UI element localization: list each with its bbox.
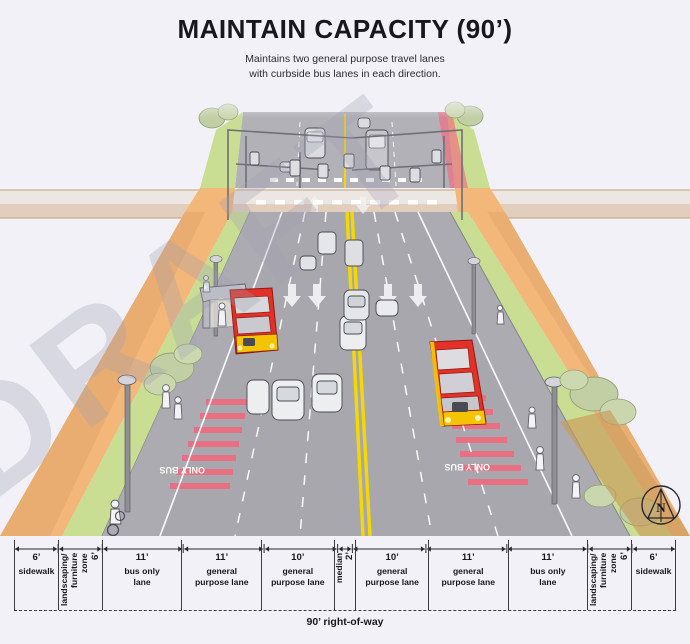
trees-right [559, 369, 690, 536]
pedestrian-right-2 [571, 474, 581, 499]
bus-left [229, 287, 279, 355]
dimension-segment: 6’sidewalk [631, 540, 676, 610]
compass-north-label: N [656, 500, 666, 515]
street-perspective-illustration: ONLY BUS ONLY BUS [0, 92, 690, 536]
segment-width-label: 6’ [649, 552, 658, 563]
dimension-segment: 10’general purpose lane [355, 540, 427, 610]
street-light-far-right [467, 257, 481, 335]
segment-name-label: 10’general purpose lane [365, 552, 419, 587]
dimension-segment: 6’landscaping/ furniture zone [587, 540, 631, 610]
pedestrian-right-1 [535, 446, 545, 471]
cross-street [0, 189, 690, 219]
segment-name-label: median [333, 553, 344, 584]
segment-name-label: 11’general purpose lane [195, 552, 249, 587]
street-light-right [544, 376, 564, 505]
subtitle-line-2: with curbside bus lanes in each directio… [249, 68, 441, 81]
dimension-segment: 2’median [333, 540, 356, 610]
left-bus-lane-marking: ONLY BUS [159, 465, 205, 475]
pedestrian-at-shelter [217, 302, 227, 327]
dimension-segment: 11’general purpose lane [427, 540, 508, 610]
segment-width-label: 11’ [541, 552, 555, 563]
segment-name-label: 11’bus only lane [124, 552, 160, 587]
pedestrian-right-3 [527, 406, 537, 429]
traffic-signals [227, 129, 463, 220]
dimension-segment: 10’general purpose lane [261, 540, 333, 610]
segment-width-label: 10’ [385, 552, 399, 563]
segment-name-label: 10’general purpose lane [271, 552, 325, 587]
cyclist-left [106, 499, 126, 536]
signal-heads [249, 149, 442, 183]
segment-width-label: 10’ [291, 552, 305, 563]
pedestrians [161, 275, 581, 499]
right-of-way-line [14, 610, 676, 611]
segment-width-label: 11’ [215, 552, 229, 563]
subtitle-line-1: Maintains two general purpose travel lan… [245, 53, 445, 66]
segment-width-label: 11’ [135, 552, 149, 563]
right-of-way-label: 90’ right-of-way [306, 616, 384, 628]
bus-right [429, 339, 487, 427]
trees-left [143, 343, 203, 396]
page-title: MAINTAIN CAPACITY (90’) [177, 14, 513, 44]
compass-circle [641, 485, 681, 525]
right-bus-lane-marking: ONLY BUS [444, 462, 490, 472]
dimension-segment: 11’bus only lane [507, 540, 588, 610]
header: MAINTAIN CAPACITY (90’) Maintains two ge… [0, 0, 690, 82]
pedestrian-left-1 [161, 384, 171, 409]
compass-rose: N [640, 484, 682, 526]
segment-name-label: 11’general purpose lane [441, 552, 495, 587]
segment-width-label: 6’ [89, 552, 101, 561]
page-subtitle: Maintains two general purpose travel lan… [0, 52, 690, 82]
street-light-left [117, 374, 137, 513]
pedestrian-far-right [496, 304, 505, 325]
segment-name-label: landscaping/ furniture zone [59, 553, 89, 606]
dimension-segment: 6’sidewalk [14, 540, 58, 610]
segment-name-label: 11’bus only lane [530, 552, 566, 587]
segment-name-label: landscaping/ furniture zone [588, 553, 619, 606]
pedestrian-left-2 [173, 396, 183, 420]
segment-width-label: 6’ [32, 552, 41, 563]
segment-width-label: 6’ [618, 552, 630, 561]
segment-name-label: 6’sidewalk [18, 552, 55, 576]
segment-width-label: 2’ [344, 552, 356, 561]
segment-name-label: 6’sidewalk [635, 552, 672, 576]
dimension-segment: 6’landscaping/ furniture zone [57, 540, 102, 610]
vehicles [246, 231, 399, 421]
far-vehicles [279, 117, 389, 173]
pedestrian-far-left [202, 275, 211, 293]
dimension-segment: 11’bus only lane [101, 540, 182, 610]
dimension-segment: 11’general purpose lane [181, 540, 261, 610]
segment-width-label: 11’ [461, 552, 475, 563]
crosswalks [256, 177, 437, 205]
